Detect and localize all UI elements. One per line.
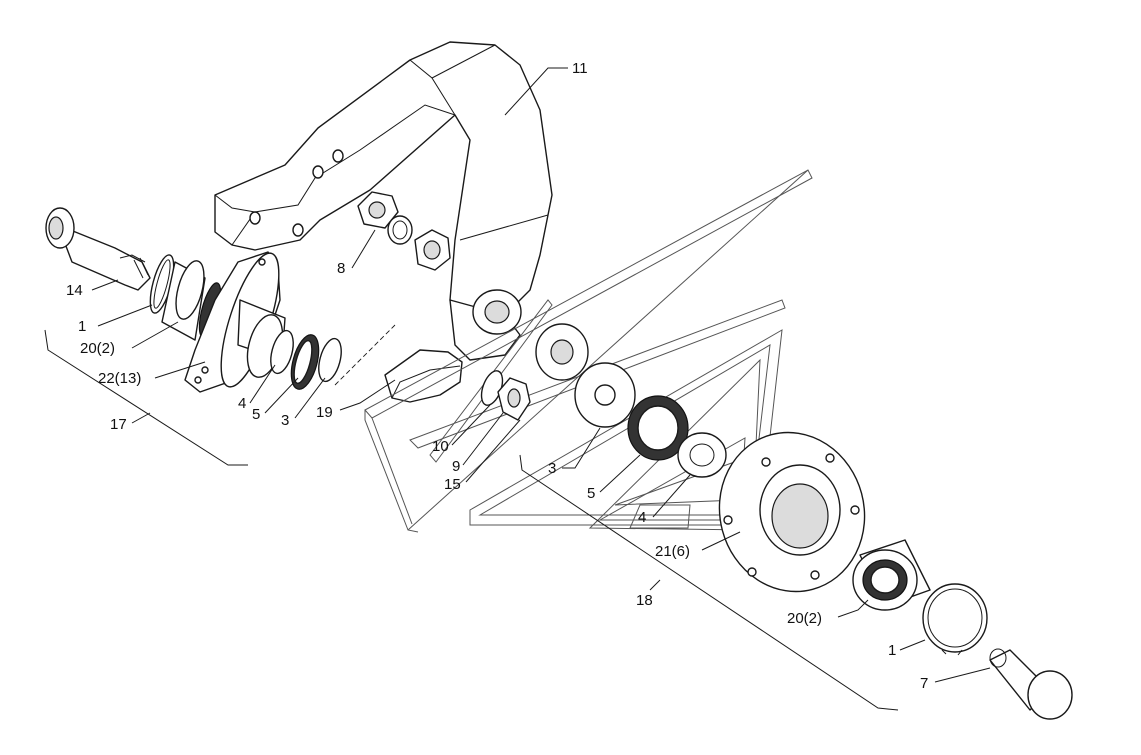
callout-4-right: 4 <box>638 509 646 526</box>
bushing-part-20-right <box>852 539 931 611</box>
callout-10: 10 <box>432 438 449 455</box>
circlip-part-1-right <box>922 583 988 656</box>
callout-22: 22(13) <box>98 370 141 387</box>
seal-part-5-right <box>627 395 689 461</box>
hub-flange-part-22 <box>184 251 286 393</box>
callout-20-left: 20(2) <box>80 340 115 357</box>
callout-17: 17 <box>110 416 127 433</box>
callout-14: 14 <box>66 282 83 299</box>
hub-flange-part-21 <box>718 431 866 593</box>
group-bracket-18 <box>519 454 899 711</box>
callout-21: 21(6) <box>655 543 690 560</box>
leader-lines <box>91 67 991 683</box>
washer-part-3-left <box>318 337 342 383</box>
nut-part-9 <box>497 377 531 421</box>
callout-3-left: 3 <box>281 412 289 429</box>
seal-part-5-left <box>290 334 320 390</box>
callout-9: 9 <box>452 458 460 475</box>
knuckle-arm-part-11 <box>214 41 553 403</box>
callout-19: 19 <box>316 404 333 421</box>
king-pin-part-7 <box>989 648 1073 720</box>
callout-3-right: 3 <box>548 460 556 477</box>
callout-20-right: 20(2) <box>787 610 822 627</box>
callout-7: 7 <box>920 675 928 692</box>
nut-part-8 <box>357 191 451 271</box>
callout-1-right: 1 <box>888 642 896 659</box>
group-bracket-17 <box>44 329 248 466</box>
callout-15: 15 <box>444 476 461 493</box>
callout-11: 11 <box>572 60 588 77</box>
callout-1-left: 1 <box>78 318 86 335</box>
callout-5-right: 5 <box>587 485 595 502</box>
washer-part-3-upper <box>535 323 589 381</box>
callout-18: 18 <box>636 592 653 609</box>
spacer-part-4-right <box>677 432 727 478</box>
washer-part-3-right <box>574 362 636 428</box>
king-pin-part-14 <box>45 207 151 291</box>
callout-5-left: 5 <box>252 406 260 423</box>
callout-4-left: 4 <box>238 395 246 412</box>
spacer-part-4-left <box>270 329 294 375</box>
callout-8: 8 <box>337 260 345 277</box>
